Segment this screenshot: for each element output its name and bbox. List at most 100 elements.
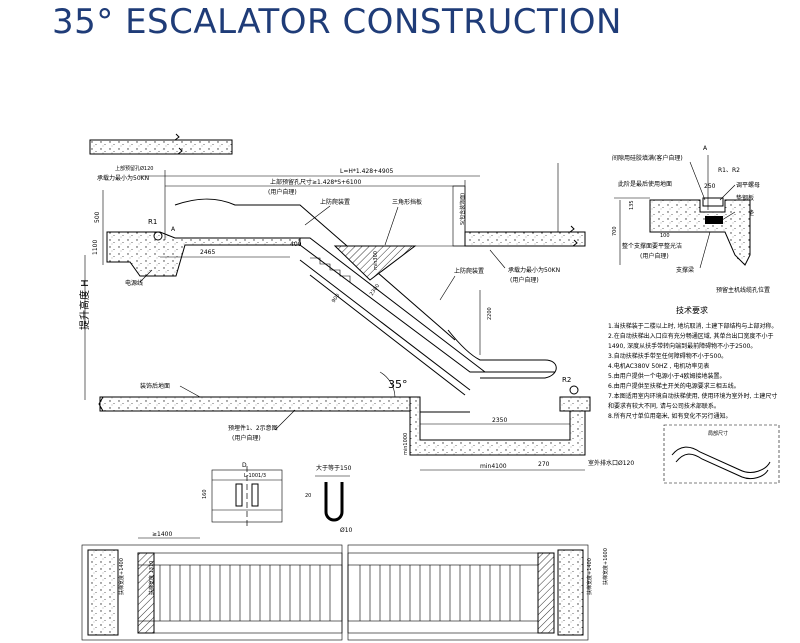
detail-rubber [705,216,723,224]
top-note-dim: 上部预留孔Ø120 [115,165,153,172]
truss-top [174,198,456,341]
upper-floor-slab [106,231,301,277]
embed-dim-20: 20 [305,493,311,499]
upper-guard-leader [304,205,331,226]
top-note-load: 承载力最小为50KN [97,174,149,182]
detail-dim-100: 100 [660,233,670,239]
detail-bolt-plate [702,197,724,207]
label-a-side: A [171,226,176,233]
tech-item-9: 和要求有较大不同, 请与公司技术部联系。 [608,402,720,410]
dim-min1000: min1000 [403,433,409,455]
embed-hook [324,482,344,522]
opening-size: 上部预留孔尺寸≥1.428*S+6100 [270,178,361,186]
detail-leader-3 [721,211,736,221]
tech-item-2: 2.在自动扶梯出入口应有充分畅通区域, 其单台出口宽度不小于 [608,332,774,340]
dim-2300: 2300 [369,283,381,297]
label-r1: R1 [148,218,157,226]
plan-right-steps [347,564,539,622]
dim-min4100: min4100 [480,463,507,470]
tech-item-5: 4.电机AC380V 50HZ , 电机功率见表 [608,362,709,370]
note-bolt: 调平螺母 [736,181,760,189]
note-user: (用户自理) [640,252,669,260]
small-handrail-curve-2 [675,453,769,480]
break-mark [174,133,183,155]
detail-a-label: A [703,145,708,152]
small-figure-caption: 局部尺寸 [708,430,728,437]
angle-35: 35° [388,378,408,391]
rise-label: 提升高度 H [78,279,91,330]
small-figure-frame [663,424,780,484]
note-fill: 间隙用硅胶填满(客户自理) [612,154,683,162]
embed-dim-10: Ø10 [340,527,353,534]
triangle-guard-label: 三角形挡板 [392,198,422,206]
embed-note: 预埋件1、2示意图 [228,424,278,432]
note-pos: 预留主机线缆孔位置 [716,286,770,294]
detail-leader-2 [719,184,736,201]
finish-floor-label: 装饰后地面 [140,382,170,390]
plan-left-vert: 扶梯宽度+1400 [118,558,125,595]
structure-s-column [452,185,466,247]
note-support: 整个支撑面要平整光洁 [622,242,682,250]
label-r2: R2 [562,376,571,384]
dim-1100: 1100 [92,240,99,255]
note-floor: 此阶是最后使用地面 [618,180,672,188]
pit-walls [409,396,586,456]
opening-user: (用户自理) [268,188,297,196]
dim-270: 270 [538,461,550,468]
embed-dim-d: D [242,462,247,469]
note-plate: 垫钢板 [736,194,754,202]
upper-guard-label: 上防爬装置 [320,198,350,206]
dim-min300: min300 [373,251,379,270]
lower-floor-slab [99,396,421,412]
embed-parts: D 160 L-1001/3 大于等于150 20 Ø10 [202,462,353,534]
plan-left-slab [87,549,119,636]
dim-900: 900 [331,293,341,304]
dim-2465: 2465 [200,249,215,256]
embed-slot-right [251,483,259,507]
side-elevation: 上部预留孔Ø120 承载力最小为50KN 500 1100 R1 A 电源线 2… [78,133,634,471]
support-point-r2 [569,385,579,395]
tech-item-6: 5.由用户提供一个电源小于4欧姆接地装置。 [608,372,726,380]
small-handrail-curve [671,446,771,473]
lower-guard-leader [439,275,456,301]
power-line-label: 电源线 [125,279,143,287]
tech-requirements: 技术要求 1.当扶梯装于二楼以上时, 地坑取消, 土建下部结构与上部对称。 2.… [608,305,780,484]
tech-item-8: 7.本图适用室内环境自动扶梯使用, 使用环境为室外时, 土建尺寸 [608,392,777,400]
tech-item-4: 3.自动扶梯扶手带至任何障碍物不小于500。 [608,352,727,360]
embed-dim-1001: L-1001/3 [244,473,266,479]
tech-heading: 技术要求 [676,305,708,315]
upper-right-slab [464,231,586,247]
lower-guard-label: 上防爬装置 [454,267,484,275]
power-line-leader [139,269,153,283]
detail-a: A R1、R2 间隙用硅胶填满(客户自理) 此阶是最后使用地面 调平螺母 垫钢板… [612,145,770,294]
truss-inner-lower [309,274,466,396]
support-point-r1 [153,231,163,241]
leader-load-right [489,249,506,269]
detail-leader-4 [699,231,711,269]
triangle-guard-leader [384,206,399,246]
tech-item-10: 8.所有尺寸单位用毫米, 如有变化不另行通知。 [608,412,732,420]
truss-bottom [299,244,555,373]
tech-item-3: 1490, 深度从扶手带转向端到最前障碍物不小于2500。 [608,342,756,350]
detail-dim-135: 135 [629,200,635,210]
embed-dim-150: 大于等于150 [316,464,352,472]
upper-steps [310,257,351,282]
lower-handrail-curve [447,329,557,379]
embed-user: (用户自理) [232,434,261,442]
plan-right-slab [557,549,584,636]
upper-beam-slab [89,139,233,155]
detail-r-labels: R1、R2 [718,167,740,174]
plan-view: ≥1400 扶梯宽度+1400 扶梯宽度 1310 扶梯宽度+1600 扶梯宽度… [81,531,609,641]
dim-2350: 2350 [492,417,507,424]
plan-left-inner: 扶梯宽度 1310 [148,561,155,595]
angle-arc [379,371,396,398]
plan-right-inner: 扶梯宽度+1600 [602,548,609,585]
finish-floor-leader [179,385,201,398]
detail-slab [649,199,751,266]
detail-dim-700: 700 [612,226,618,236]
lower-right-slab [559,396,591,412]
load-right: 承载力最小为50KN [508,266,560,274]
break-mark-right [569,225,578,247]
pit-drain-label: 室外排水口Ø120 [588,459,634,467]
